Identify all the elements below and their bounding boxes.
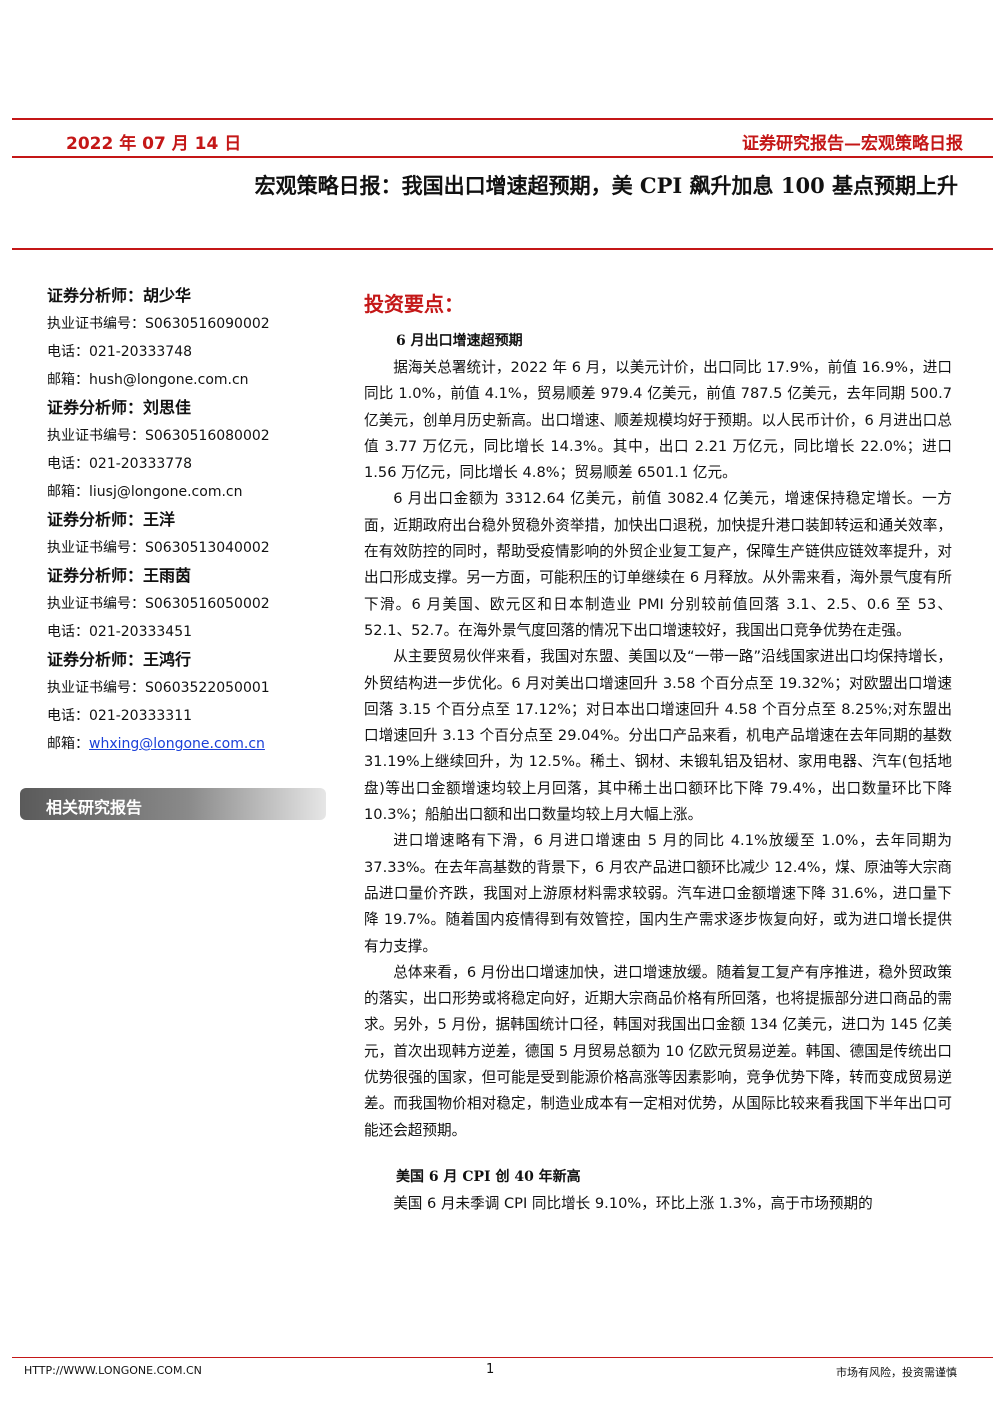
footer-divider	[12, 1357, 993, 1358]
sub-heading-cpi: 美国 6 月 CPI 创 40 年新高	[396, 1168, 581, 1185]
analyst-cert: 执业证书编号：S0630516080002	[47, 428, 270, 444]
analyst-cert: 执业证书编号：S0630516050002	[47, 596, 270, 612]
header-bar: 2022 年 07 月 14 日 证券研究报告—宏观策略日报	[12, 118, 993, 158]
document-title: 宏观策略日报：我国出口增速超预期，美 CPI 飙升加息 100 基点预期上升	[254, 173, 958, 198]
paragraph: 据海关总署统计，2022 年 6 月，以美元计价，出口同比 17.9%，前值 1…	[364, 359, 952, 482]
title-divider	[12, 248, 993, 250]
analyst-name: 证券分析师：王雨茵	[47, 566, 192, 585]
analyst-sidebar: 证券分析师：胡少华 执业证书编号：S0630516090002 电话：021-2…	[47, 282, 337, 758]
paragraph: 总体来看，6 月份出口增速加快，进口增速放缓。随着复工复产有序推进，稳外贸政策的…	[364, 963, 952, 1139]
analyst-cert: 执业证书编号：S0630516090002	[47, 316, 270, 332]
report-type: 证券研究报告—宏观策略日报	[742, 134, 963, 154]
risk-warning: 市场有风险，投资需谨慎	[836, 1366, 957, 1379]
analyst-cert: 执业证书编号：S0630513040002	[47, 540, 270, 556]
main-content: 投资要点： 6 月出口增速超预期 据海关总署统计，2022 年 6 月，以美元计…	[364, 288, 952, 1217]
analyst-cert: 执业证书编号：S0603522050001	[47, 680, 270, 696]
paragraph: 6 月出口金额为 3312.64 亿美元，前值 3082.4 亿美元，增速保持稳…	[364, 490, 952, 639]
analyst-name: 证券分析师：王鸿行	[47, 650, 192, 669]
analyst-email: 邮箱：liusj@longone.com.cn	[47, 484, 243, 500]
analyst-phone: 电话：021-20333451	[47, 624, 193, 640]
sub-heading-exports: 6 月出口增速超预期	[396, 333, 523, 349]
analyst-email-link[interactable]: whxing@longone.com.cn	[89, 736, 265, 752]
related-reports-box: 相关研究报告	[20, 788, 326, 820]
analyst-phone: 电话：021-20333311	[47, 708, 193, 724]
related-reports-label: 相关研究报告	[46, 798, 143, 817]
analyst-name: 证券分析师：王洋	[47, 510, 176, 529]
paragraph: 美国 6 月未季调 CPI 同比增长 9.10%，环比上涨 1.3%，高于市场预…	[393, 1194, 873, 1212]
section-spacer	[364, 1144, 952, 1164]
footer-url[interactable]: HTTP://WWW.LONGONE.COM.CN	[24, 1364, 202, 1377]
section-title: 投资要点：	[364, 292, 464, 316]
analyst-name: 证券分析师：刘思佳	[47, 398, 192, 417]
report-date: 2022 年 07 月 14 日	[66, 134, 242, 154]
analyst-email: 邮箱：hush@longone.com.cn	[47, 372, 249, 388]
analyst-name: 证券分析师：胡少华	[47, 286, 192, 305]
analyst-phone: 电话：021-20333748	[47, 344, 193, 360]
analyst-phone: 电话：021-20333778	[47, 456, 193, 472]
analyst-email-row: 邮箱：whxing@longone.com.cn	[47, 730, 337, 758]
page-number: 1	[486, 1362, 495, 1377]
analyst-email-label: 邮箱：	[47, 736, 89, 752]
paragraph: 进口增速略有下滑，6 月进口增速由 5 月的同比 4.1%放缓至 1.0%，去年…	[364, 832, 952, 955]
paragraph: 从主要贸易伙伴来看，我国对东盟、美国以及“一带一路”沿线国家进出口均保持增长，外…	[364, 648, 952, 824]
